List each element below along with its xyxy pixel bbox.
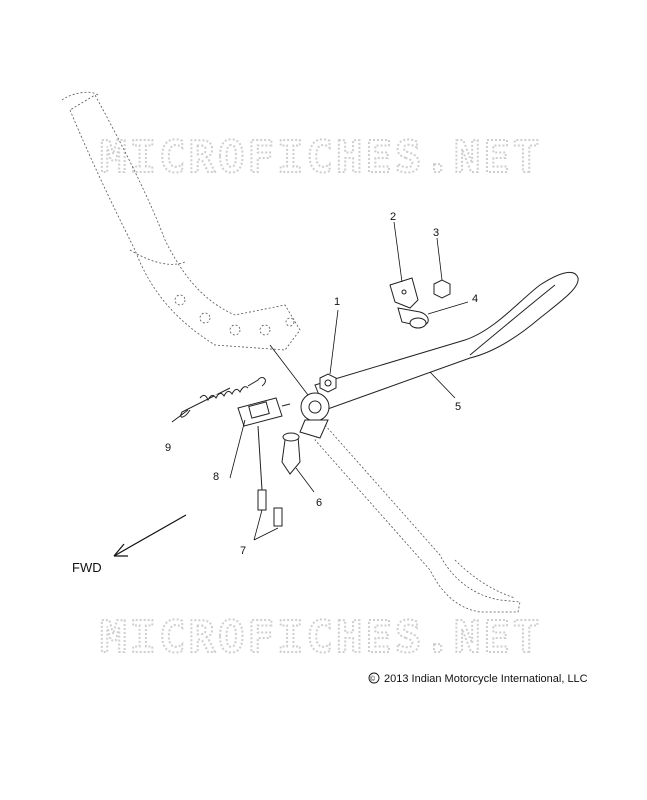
forward-arrow-icon — [113, 514, 187, 557]
callout-leaders — [171, 221, 469, 541]
side-stand-leg — [314, 271, 579, 613]
part-4-clip — [397, 307, 429, 329]
callout-2: 2 — [390, 211, 396, 223]
part-2-bracket — [389, 277, 419, 309]
frame-tube-ghost — [61, 91, 301, 351]
frame-to-pivot-line — [269, 344, 309, 396]
callout-6: 6 — [316, 497, 322, 509]
part-8-switch — [237, 397, 291, 427]
part-3-bolt — [433, 279, 451, 299]
part-6-pivot-pin — [281, 432, 301, 475]
part-9-spring — [180, 377, 266, 418]
callout-5: 5 — [455, 401, 461, 413]
copyright-symbol: © — [370, 675, 376, 683]
callout-8: 8 — [213, 471, 219, 483]
forward-label: FWD — [72, 560, 102, 575]
callout-3: 3 — [433, 227, 439, 239]
watermark-top: MICROFICHES.NET — [100, 132, 542, 183]
callout-9: 9 — [165, 442, 171, 454]
callout-1: 1 — [334, 296, 340, 308]
watermark-bottom: MICROFICHES.NET — [100, 612, 542, 663]
copyright-text: 2013 Indian Motorcycle International, LL… — [384, 673, 588, 685]
part-1-nut — [319, 373, 337, 393]
copyright-notice: © 2013 Indian Motorcycle International, … — [368, 672, 588, 685]
pivot-boss — [299, 392, 330, 439]
callout-7: 7 — [240, 545, 246, 557]
callout-4: 4 — [472, 293, 478, 305]
